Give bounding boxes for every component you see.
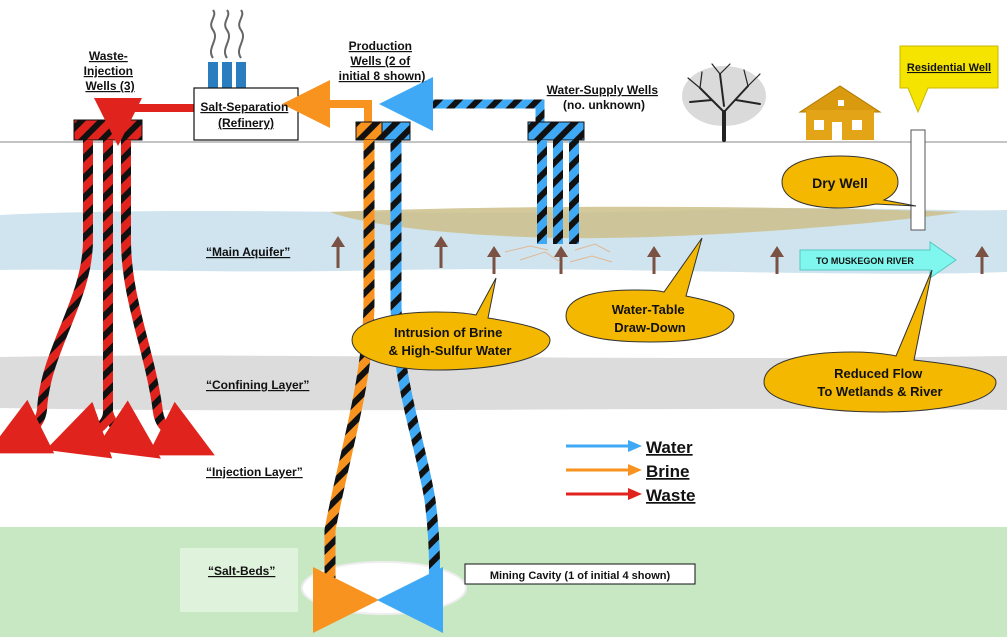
refinery — [193, 9, 299, 141]
salt-beds-label: “Salt-Beds” — [208, 564, 275, 578]
supply-well-head — [527, 121, 585, 141]
waste-well-pipe — [94, 400, 161, 459]
waste-well-pipe — [121, 140, 215, 456]
residential-well-label: Residential Well — [907, 62, 991, 74]
residential-well-pipe — [910, 129, 926, 231]
brine-flow-arrow — [282, 80, 372, 128]
mining-cavity-label-box — [464, 563, 696, 585]
intrusion-label: Intrusion of Brine & High-Sulfur Water — [388, 325, 511, 358]
upflow-arrow — [434, 236, 448, 268]
aquifer-cracks — [504, 243, 613, 263]
salt-separation-label: Salt-Separation (Refinery) — [200, 100, 291, 130]
refinery-stack — [222, 62, 232, 88]
refinery-stack — [236, 62, 246, 88]
supply-well-pipe — [553, 140, 563, 244]
water-supply-wells-label: Water-Supply Wells (no. unknown) — [547, 83, 662, 112]
injection-layer-label: “Injection Layer” — [206, 465, 303, 479]
reduced-flow-label: Reduced Flow To Wetlands & River — [817, 366, 942, 399]
upflow-arrow — [554, 246, 568, 274]
main-aquifer-label: “Main Aquifer” — [206, 245, 290, 259]
brine-well-head — [355, 121, 383, 141]
legend-label: Water — [646, 438, 693, 457]
dry-well-label: Dry Well — [812, 175, 868, 191]
residential-well — [899, 45, 999, 231]
water-well-pipe — [377, 140, 444, 633]
waste-flow-arrow — [94, 98, 194, 146]
production-wells-label: Production Wells (2 of initial 8 shown) — [339, 39, 426, 83]
water-table-label: Water-Table Draw-Down — [612, 302, 689, 335]
water-well-head — [381, 121, 411, 141]
dry-well-callout — [781, 155, 917, 209]
upflow-arrow — [487, 246, 501, 274]
water-table-callout — [565, 237, 735, 343]
residential-well-callout — [899, 45, 999, 114]
smoke-icon — [238, 9, 244, 59]
legend-item-water: Water — [566, 438, 693, 457]
legend: Water Brine Waste — [566, 438, 695, 505]
refinery-stack — [208, 62, 218, 88]
upflow-arrows — [331, 236, 989, 274]
upflow-arrow — [331, 236, 345, 268]
waste-well-head — [73, 119, 143, 141]
smoke-icon — [210, 9, 216, 59]
confining-layer-label: “Confining Layer” — [206, 378, 309, 392]
upflow-arrow — [770, 246, 784, 274]
house-icon — [798, 85, 882, 140]
water-flow-arrow — [379, 77, 545, 131]
supply-well-pipe — [569, 140, 579, 244]
water-table-drawdown — [330, 206, 960, 239]
reduced-flow-callout — [763, 269, 997, 413]
waste-well-pipe — [0, 140, 93, 454]
legend-label: Waste — [646, 486, 695, 505]
to-muskegon-river-label: TO MUSKEGON RIVER — [816, 256, 914, 266]
intrusion-callout — [351, 277, 551, 371]
muskegon-river-arrow — [799, 241, 957, 279]
smoke-icon — [224, 9, 230, 59]
mining-cavity-label: Mining Cavity (1 of initial 4 shown) — [490, 570, 671, 582]
text-labels: Waste- Injection Wells (3) Salt-Separati… — [84, 39, 991, 582]
waste-injection-wells — [0, 98, 215, 459]
tree-icon — [682, 63, 766, 142]
upflow-arrow — [647, 246, 661, 274]
salt-beds-label-box — [180, 548, 298, 612]
waste-injection-wells-label: Waste- Injection Wells (3) — [84, 49, 137, 93]
refinery-box — [193, 87, 299, 141]
legend-item-brine: Brine — [566, 462, 689, 481]
legend-item-waste: Waste — [566, 486, 695, 505]
water-supply-wells — [527, 121, 585, 244]
legend-label: Brine — [646, 462, 689, 481]
upflow-arrow — [975, 246, 989, 274]
supply-well-pipe — [537, 140, 547, 244]
confining-layer — [0, 355, 1007, 411]
